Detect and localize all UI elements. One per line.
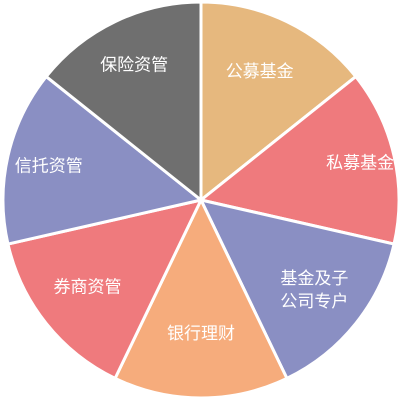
label-public-fund: 公募基金	[226, 62, 294, 82]
slice-trust-am	[1, 75, 203, 246]
label-private-fund: 私募基金	[326, 154, 394, 174]
slice-bank-wealth	[113, 198, 289, 400]
label-trust-am: 信托资管	[15, 157, 83, 177]
label-bank-wealth: 银行理财	[167, 324, 235, 344]
slice-insurance-am	[44, 0, 203, 202]
slice-fund-subsidiary	[199, 198, 396, 380]
label-insurance-am: 保险资管	[100, 55, 168, 75]
label-fund-subsidiary-line-2: 公司专户	[280, 292, 348, 312]
slice-private-fund	[199, 75, 401, 246]
label-fund-subsidiary-line-1: 基金及子	[280, 269, 348, 289]
slice-public-fund	[199, 0, 358, 202]
slice-broker-am	[6, 198, 203, 380]
label-broker-am: 券商资管	[54, 277, 122, 297]
